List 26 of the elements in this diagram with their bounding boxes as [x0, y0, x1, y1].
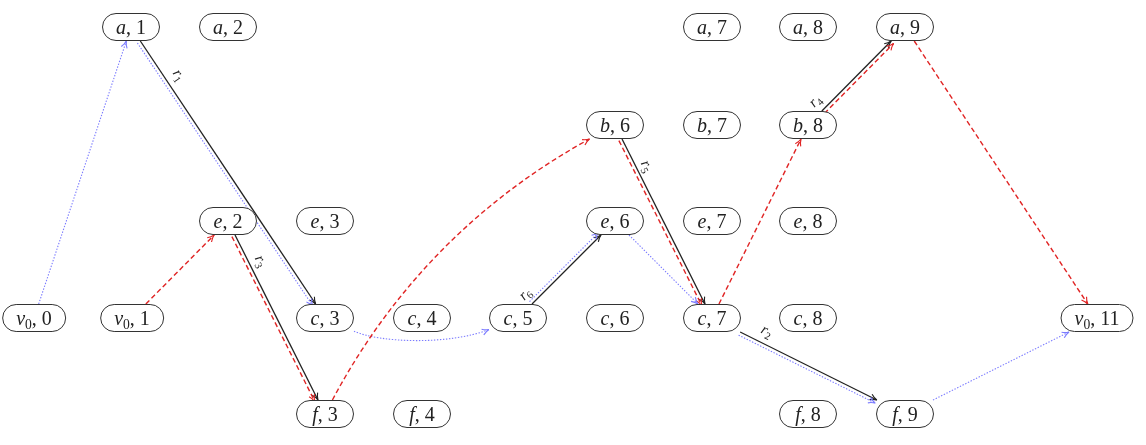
state-node: f, 9: [876, 400, 934, 428]
state-node: v$_{0}$, 0: [2, 304, 66, 332]
state-node: c, 7: [683, 304, 741, 332]
state-node: e, 7: [683, 207, 741, 235]
state-node: f, 4: [393, 400, 451, 428]
state-node: v$_{0}$, 11: [1060, 304, 1134, 332]
state-node: e, 2: [199, 207, 257, 235]
state-node: f, 3: [296, 400, 354, 428]
state-node: a, 1: [102, 13, 160, 41]
state-node: c, 5: [489, 304, 547, 332]
state-node: v$_{0}$, 1: [100, 304, 164, 332]
state-node: e, 8: [779, 207, 837, 235]
state-node: e, 6: [586, 207, 644, 235]
state-node: c, 4: [393, 304, 451, 332]
state-node: c, 3: [296, 304, 354, 332]
state-node: a, 7: [683, 13, 741, 41]
state-node: b, 6: [586, 111, 644, 139]
state-node: a, 2: [199, 13, 257, 41]
state-node: b, 8: [779, 111, 837, 139]
state-node: c, 8: [779, 304, 837, 332]
state-node: e, 3: [296, 207, 354, 235]
state-node: f, 8: [779, 400, 837, 428]
state-node: b, 7: [683, 111, 741, 139]
state-node: a, 9: [876, 13, 934, 41]
state-node: a, 8: [779, 13, 837, 41]
state-node: c, 6: [586, 304, 644, 332]
